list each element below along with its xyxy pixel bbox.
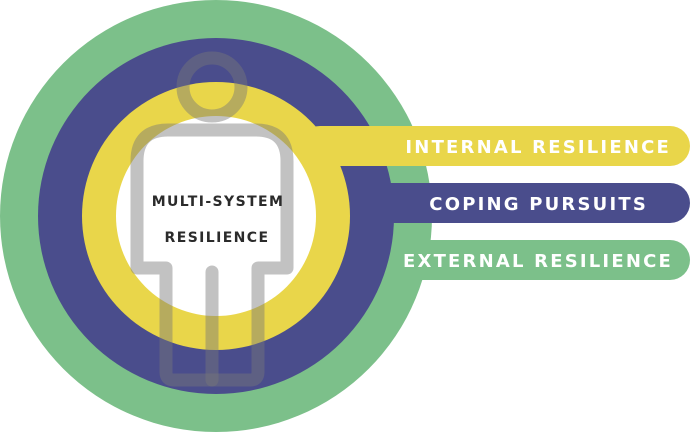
coping-pursuits-label: COPING PURSUITS <box>429 194 648 215</box>
center-label-line2: RESILIENCE <box>165 230 270 246</box>
core-circle <box>116 116 316 316</box>
internal-resilience-label: INTERNAL RESILIENCE <box>405 137 671 158</box>
external-resilience-bar <box>300 240 690 280</box>
person-icon <box>130 51 294 387</box>
center-label-line1: MULTI-SYSTEM <box>152 194 285 210</box>
external-resilience-label: EXTERNAL RESILIENCE <box>403 251 673 272</box>
internal-resilience-bar <box>300 126 690 166</box>
coping-pursuits-bar <box>300 183 690 223</box>
